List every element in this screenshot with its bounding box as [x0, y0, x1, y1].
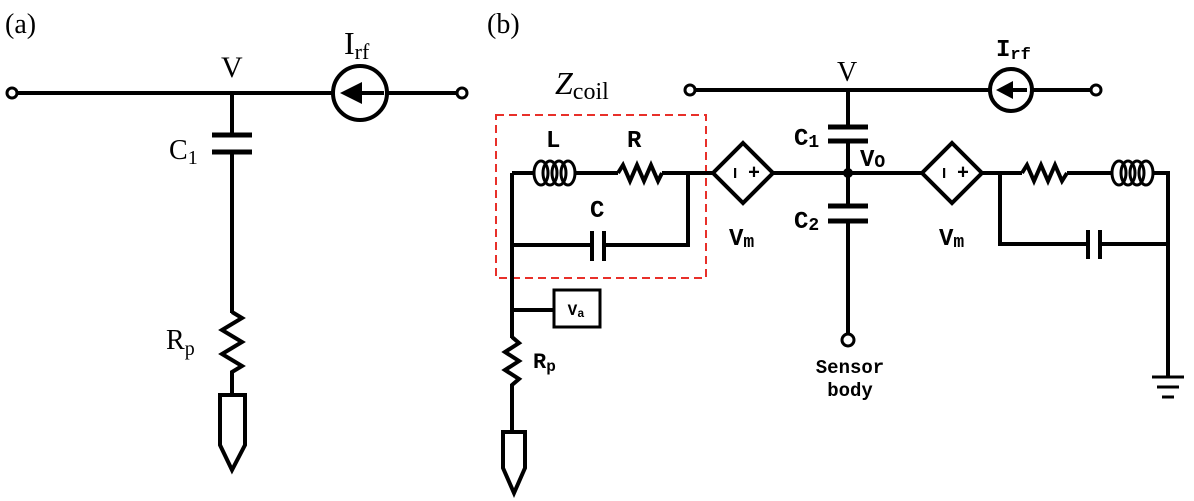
inductor-loop: [1110, 159, 1128, 187]
voltmeter-label-main: V: [568, 302, 578, 320]
vm-label-sub: m: [953, 233, 964, 253]
c1-label-sub: 1: [808, 133, 819, 153]
panel-b: (b) Zcoil V Irf C1 VO C2 Sensor bod: [487, 9, 1184, 498]
minus-sign: −: [722, 167, 745, 179]
rp-label-main: R: [166, 325, 185, 356]
panel-b-probe-tip: [501, 430, 527, 498]
plus-sign: +: [748, 163, 760, 186]
capacitor-c-label: C: [590, 198, 604, 225]
coil-impedance-box: [495, 114, 707, 279]
resistor-r-label: R: [627, 128, 642, 155]
sensor-body-label-line2: body: [827, 380, 873, 402]
panel-a-right-terminal: [455, 86, 469, 100]
source-label-main: I: [344, 25, 355, 61]
panel-a-left-terminal: [5, 86, 19, 100]
inductor-loop: [532, 159, 550, 187]
c1-label-main: C: [794, 126, 808, 153]
dependent-source-right-label: Vm: [939, 226, 964, 253]
panel-b-left-terminal: [683, 83, 697, 97]
source-label-main: I: [996, 37, 1010, 64]
z-coil-label-main: Z: [555, 65, 574, 101]
current-source-circle: [331, 64, 389, 122]
vm-label-sub: m: [743, 233, 754, 253]
dependent-source-left-label: Vm: [729, 226, 754, 253]
dependent-source-right: − +: [919, 140, 985, 206]
c2-label-main: C: [794, 209, 808, 236]
output-node-label-sub: O: [874, 153, 885, 173]
panel-a-rp-label: Rp: [166, 325, 195, 360]
panel-a-probe-tip: [218, 393, 247, 475]
inductor-l: [532, 159, 577, 187]
c1-label-sub: 1: [188, 147, 198, 169]
inductor-loop: [1137, 159, 1155, 187]
c1-label-main: C: [169, 135, 188, 166]
voltmeter-label-sub: a: [577, 307, 584, 321]
panel-b-label: (b): [487, 9, 520, 40]
probe-resistor-label-sub: p: [546, 358, 556, 376]
sensor-body-label-line1: Sensor: [816, 357, 884, 379]
probe-resistor-label-main: R: [533, 350, 547, 375]
z-coil-label-sub: coil: [573, 79, 609, 105]
inductor-loop: [1119, 159, 1137, 187]
resistor-r: [616, 160, 664, 186]
output-node-label: VO: [860, 147, 885, 174]
panel-b-node-v-label: V: [837, 57, 857, 88]
panel-a-label: (a): [5, 9, 36, 40]
inductor-loop: [541, 159, 559, 187]
c2-label: C2: [794, 209, 819, 236]
inductor-loop: [559, 159, 577, 187]
panel-a-c1-label: C1: [169, 135, 198, 169]
ground-icon: [1152, 375, 1184, 399]
rp-label-sub: p: [185, 338, 195, 360]
voltmeter-box: [552, 288, 602, 329]
panel-a: (a) V Irf C1 Rp: [5, 9, 469, 475]
current-source-arrow-head: [996, 81, 1013, 99]
vm-label-main: V: [729, 226, 744, 253]
panel-a-resistor-rp: [218, 310, 246, 395]
z-coil-label: Zcoil: [555, 65, 609, 105]
wire-resistor-to-capacitor: [604, 171, 690, 247]
plus-sign: +: [957, 163, 969, 186]
voltmeter-label: Va: [568, 302, 585, 321]
panel-b-right-terminal: [1089, 83, 1103, 97]
vm-label-main: V: [939, 226, 954, 253]
c2-label-sub: 2: [808, 216, 819, 236]
inductor-loop: [1128, 159, 1146, 187]
panel-b-source-label: Irf: [996, 37, 1031, 65]
current-source-arrow-head: [340, 82, 362, 104]
inductor-loop: [550, 159, 568, 187]
dependent-source-diamond: [919, 140, 985, 206]
panel-a-node-v-label: V: [221, 51, 243, 84]
panel-b-current-source: [988, 67, 1034, 113]
right-inductor: [1110, 159, 1155, 187]
minus-sign: −: [931, 167, 954, 179]
right-resistor: [1020, 160, 1069, 186]
current-source-circle: [988, 67, 1034, 113]
sensor-body-terminal: [840, 332, 856, 348]
wire-to-right-capacitor: [998, 173, 1088, 246]
dependent-source-diamond: [710, 140, 776, 206]
source-label-sub: rf: [1010, 46, 1030, 65]
output-node-label-main: V: [860, 147, 875, 174]
panel-a-current-source: [331, 64, 389, 122]
dependent-source-left: − +: [710, 140, 776, 206]
source-label-sub: rf: [355, 39, 370, 64]
c1-label: C1: [794, 126, 819, 153]
probe-resistor-label: Rp: [533, 350, 556, 376]
probe-resistor-rp: [501, 335, 523, 432]
inductor-l-label: L: [546, 128, 560, 155]
panel-a-source-label: Irf: [344, 25, 370, 64]
